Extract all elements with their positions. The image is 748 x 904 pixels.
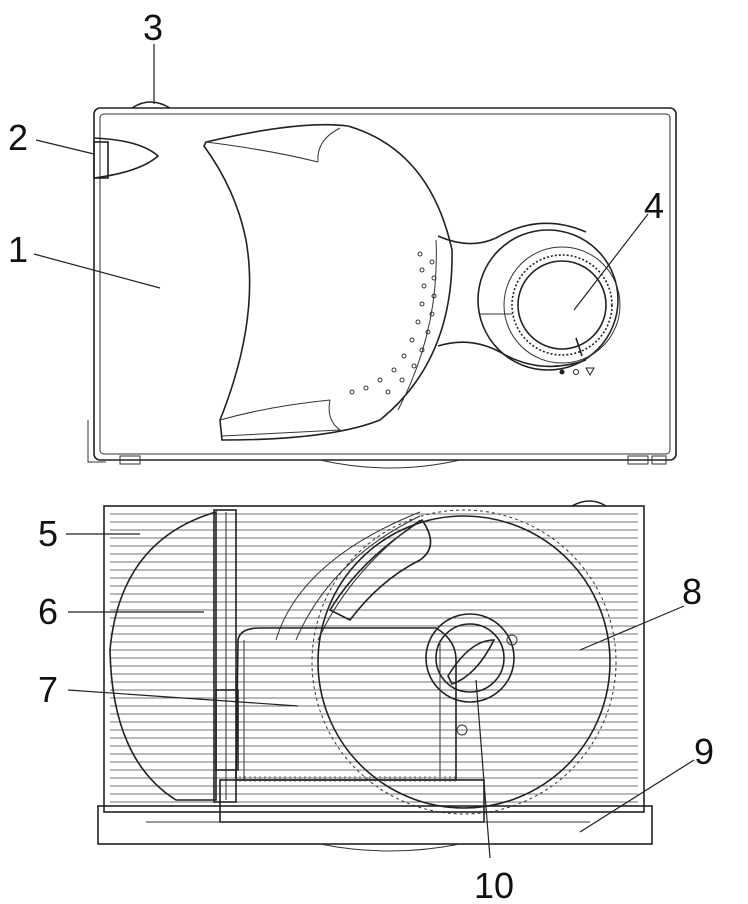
pusher-handle xyxy=(215,689,239,771)
thickness-knob xyxy=(517,260,607,350)
base-body xyxy=(103,505,645,813)
blade xyxy=(275,509,617,815)
knob-grip xyxy=(511,254,613,356)
vent-holes xyxy=(349,251,437,395)
callout-1: 1 xyxy=(8,229,28,270)
knob-indicator xyxy=(575,337,583,357)
thickness-knob-outer xyxy=(503,246,621,364)
callout-7: 7 xyxy=(38,669,58,710)
folded-slicer-view xyxy=(87,101,677,469)
callout-3: 3 xyxy=(143,7,163,48)
lock-latch xyxy=(93,141,109,179)
blade-hub xyxy=(425,613,515,703)
callout-8: 8 xyxy=(682,571,702,612)
callout-2: 2 xyxy=(8,117,28,158)
callout-10: 10 xyxy=(474,865,514,904)
top-button xyxy=(131,101,171,109)
fence-bar xyxy=(213,509,237,803)
callout-9: 9 xyxy=(694,731,714,772)
leader-lines xyxy=(33,44,695,859)
blade-outer xyxy=(317,515,611,809)
callout-5: 5 xyxy=(38,513,58,554)
housing-outline xyxy=(93,107,677,461)
callout-6: 6 xyxy=(38,591,58,632)
callout-labels: 3 2 1 4 5 6 7 8 9 10 xyxy=(8,7,714,904)
knob-housing xyxy=(477,229,619,371)
ribbed-surface xyxy=(110,513,638,803)
unfolded-slicer-view xyxy=(97,500,653,852)
fence-plate xyxy=(109,510,217,801)
crescent-cover xyxy=(203,123,453,441)
hub-inner xyxy=(435,623,505,693)
callout-4: 4 xyxy=(644,185,664,226)
base-foot xyxy=(97,805,653,845)
food-pusher xyxy=(235,627,457,781)
side-lock xyxy=(93,137,160,179)
